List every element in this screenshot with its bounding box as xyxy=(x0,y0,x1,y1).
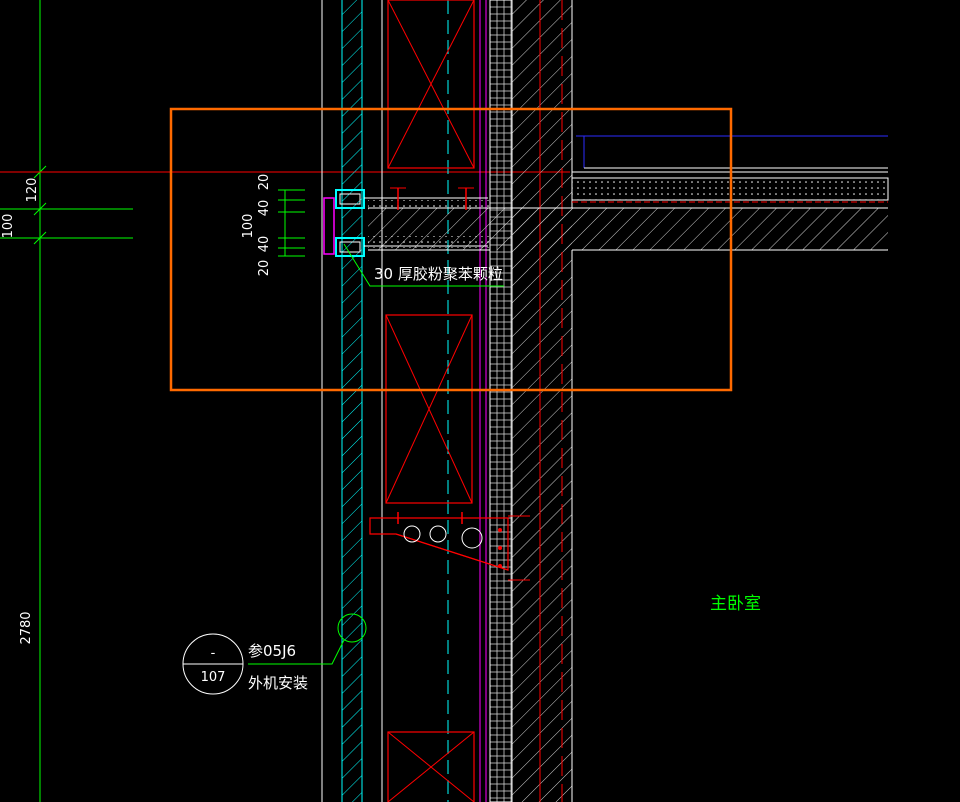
dim-left-2780: 2780 xyxy=(19,611,34,644)
inner-lining xyxy=(479,0,487,802)
material-note: 30 厚胶粉聚苯颗粒 xyxy=(374,265,503,283)
dim-40-bottom: 40 xyxy=(257,236,272,253)
dim-20-bottom: 20 xyxy=(257,260,272,277)
detail-callout-top: - xyxy=(211,646,216,661)
callout-target-circle xyxy=(337,613,367,643)
dim-100: 100 xyxy=(241,214,256,239)
note-leader xyxy=(343,243,504,287)
insulation-layer xyxy=(489,0,513,802)
floor-slab xyxy=(368,171,889,251)
window-frame-top xyxy=(387,0,475,169)
profile-dimensions xyxy=(278,189,305,257)
detail-callout: - 107 参05J6 外机安装 xyxy=(182,633,308,695)
detail-callout-description: 外机安装 xyxy=(248,674,308,692)
dim-left-100: 100 xyxy=(1,214,16,239)
curtain-wall-glass xyxy=(321,0,449,802)
dim-40-top: 40 xyxy=(257,200,272,217)
slab-edge-profile xyxy=(323,187,488,257)
room-label: 主卧室 xyxy=(710,594,761,614)
window-frame-bottom xyxy=(387,731,475,802)
concrete-wall xyxy=(511,0,573,802)
dim-20-top: 20 xyxy=(257,174,272,191)
window-frame-middle xyxy=(385,314,473,504)
left-dimension-line xyxy=(0,0,133,802)
detail-callout-reference: 参05J6 xyxy=(248,642,296,660)
callout-leader xyxy=(248,639,345,665)
ac-bracket xyxy=(369,512,530,581)
dim-left-120: 120 xyxy=(25,178,40,203)
highlight-box xyxy=(169,107,733,392)
detail-callout-bottom: 107 xyxy=(201,670,226,685)
